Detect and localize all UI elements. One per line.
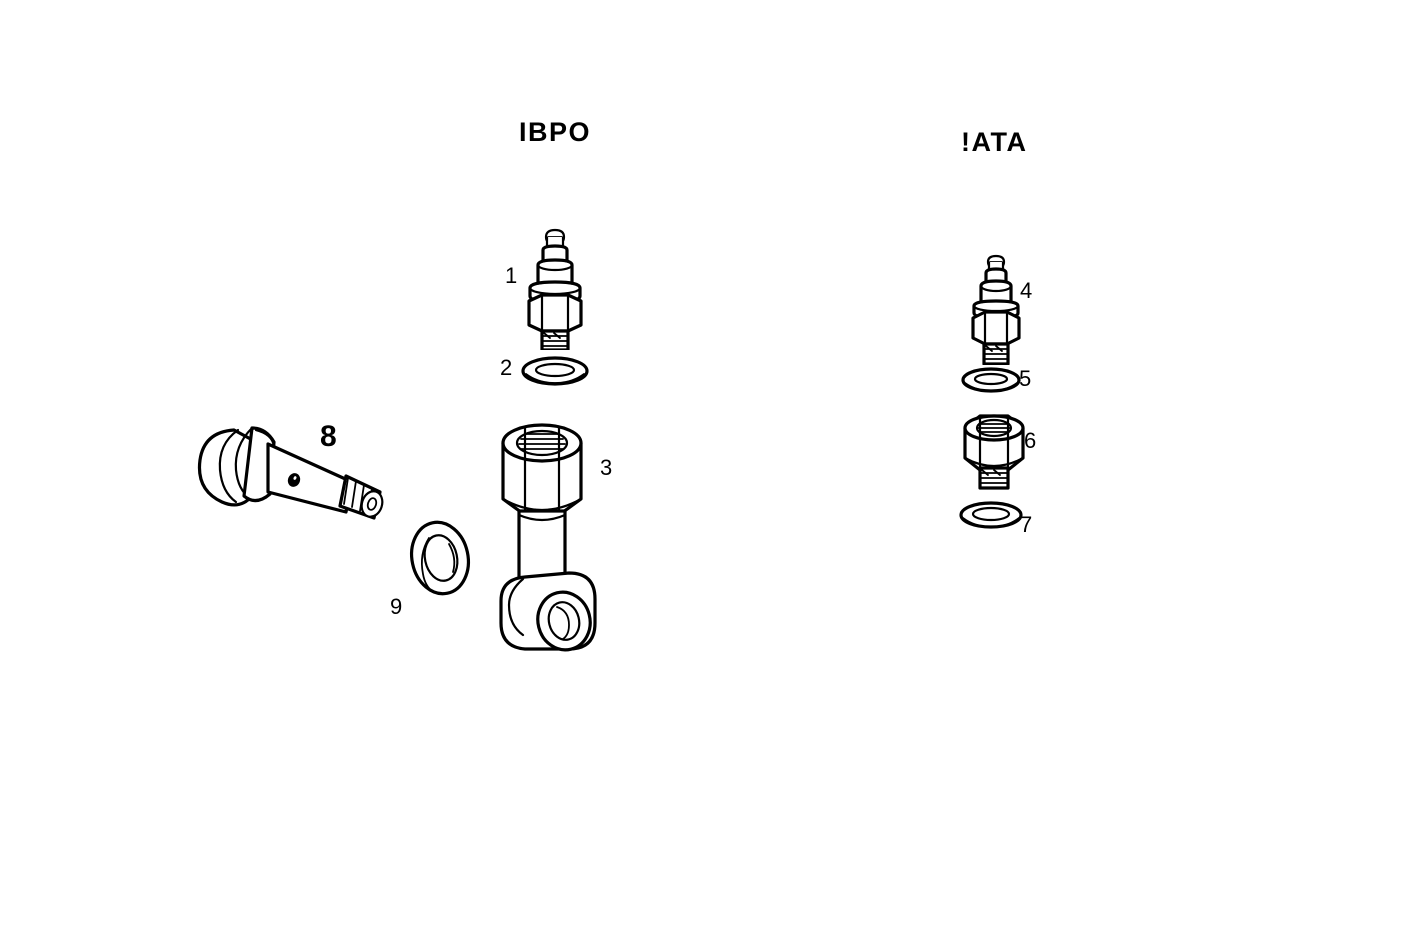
callout-4: 4 — [1020, 278, 1033, 303]
callout-8: 8 — [320, 420, 337, 453]
callout-6: 6 — [1024, 428, 1037, 453]
part-5-sealing-washer — [961, 367, 1021, 393]
callout-3: 3 — [600, 455, 613, 480]
callout-7: 7 — [1020, 512, 1033, 537]
part-1-pressure-switch — [527, 228, 583, 350]
part-4-pressure-switch — [971, 254, 1021, 365]
part-6-hex-adapter-nut — [963, 414, 1025, 490]
part-9-sealing-washer — [410, 520, 470, 596]
part-8-banjo-bolt — [197, 426, 384, 520]
part-3-banjo-adapter — [499, 423, 597, 652]
part-2-sealing-washer — [521, 356, 589, 386]
callout-2: 2 — [500, 355, 513, 380]
callout-5: 5 — [1019, 366, 1032, 391]
callout-1: 1 — [505, 263, 518, 288]
part-7-sealing-washer — [959, 501, 1023, 529]
callout-9: 9 — [390, 594, 403, 619]
group-heading-left: IBPO — [519, 117, 592, 147]
group-heading-right: !ATA — [961, 127, 1028, 157]
